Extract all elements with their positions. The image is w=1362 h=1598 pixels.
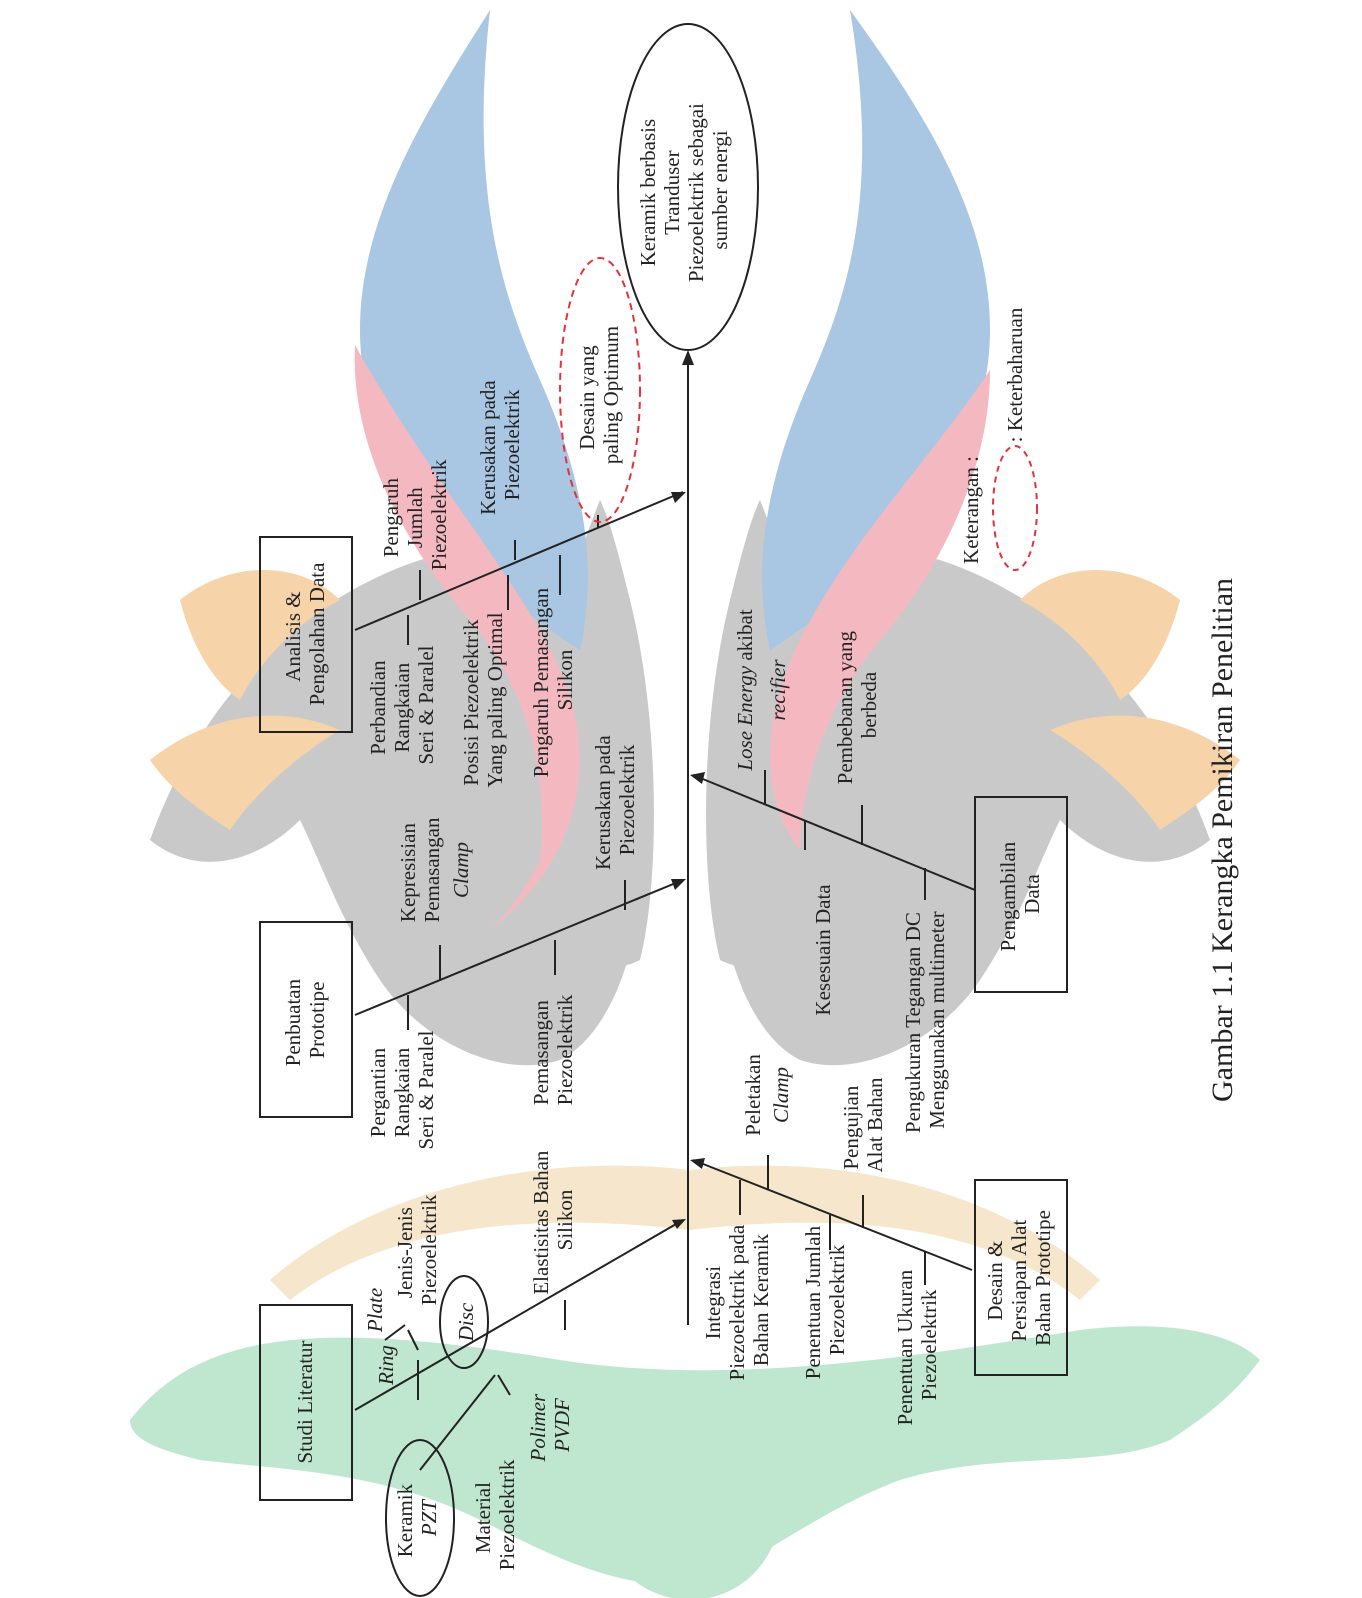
- cause-rectifier: recifier: [766, 659, 790, 721]
- cause-polimer-pvdf: Polimer PVDF: [526, 1389, 574, 1463]
- legend-item: : Keterbaharuan: [1003, 307, 1027, 442]
- category-studi-literatur: Studi Literatur: [293, 1340, 317, 1463]
- cause-desain-optimum: Desain yang paling Optimum: [575, 326, 623, 464]
- arrowhead-pengambilan: [690, 772, 705, 784]
- spine-arrowhead: [682, 350, 694, 365]
- cause-ring: Ring: [374, 1345, 398, 1386]
- cause-jenis-jenis: Jenis-Jenis Piezoelektrik: [393, 1194, 441, 1305]
- cause-pergantian: Pergantian Rangkaian Seri & Paralel: [366, 1030, 438, 1149]
- cause-integrasi: Integrasi Piezoelektrik pada Bahan Keram…: [701, 1220, 773, 1381]
- cause-disc: Disc: [454, 1302, 478, 1342]
- cause-penentuan-jumlah: Penentuan Jumlah Piezoelektrik: [801, 1221, 849, 1380]
- cause-lose-energy: Lose Energy akibat: [733, 609, 757, 772]
- category-prototipe: Penbuatan Prototipe: [281, 974, 329, 1067]
- cause-kerusakan-2: Kerusakan pada Piezoelektrik: [476, 375, 524, 515]
- cause-penentuan-ukuran: Penentuan Ukuran Piezoelektrik: [893, 1265, 941, 1426]
- cause-clamp-1: Clamp: [449, 842, 473, 898]
- cause-peletakan: Peletakan: [741, 1054, 765, 1136]
- effect-label: Keramik berbasis Tranduser Piezoelektrik…: [636, 98, 732, 282]
- figure-caption: Gambar 1.1 Kerangka Pemikiran Penelitian: [1206, 578, 1239, 1102]
- cause-plate: Plate: [363, 1288, 387, 1333]
- arrowhead-analisis: [671, 492, 686, 503]
- cause-posisi: Posisi Piezoelektrik Yang paling Optimal: [459, 612, 507, 787]
- legend-highlight-oval: [993, 446, 1037, 570]
- legend-heading: Keterangan :: [959, 456, 983, 564]
- arrowhead-prototipe: [671, 879, 686, 890]
- cause-kerusakan-1: Kerusakan pada Piezoelektrik: [591, 730, 639, 870]
- cause-clamp-2: Clamp: [769, 1067, 793, 1123]
- arrowhead-desain: [690, 1158, 705, 1169]
- cause-pemasangan-piezo: Pemasangan Piezoelektrik: [529, 994, 577, 1105]
- cause-perbandingan: Perbandian Rangkaian Seri & Paralel: [366, 645, 438, 764]
- cause-kepresisian: Kepresisian Pemasangan: [396, 817, 444, 922]
- sub-plate: [385, 1325, 405, 1340]
- cause-pengujian: Pengujian Alat Bahan: [839, 1077, 887, 1173]
- cause-kesesuaian: Kesesuain Data: [811, 884, 835, 1016]
- cause-pengukuran: Pengukuran Tegangan DC Menggunakan multi…: [901, 907, 949, 1133]
